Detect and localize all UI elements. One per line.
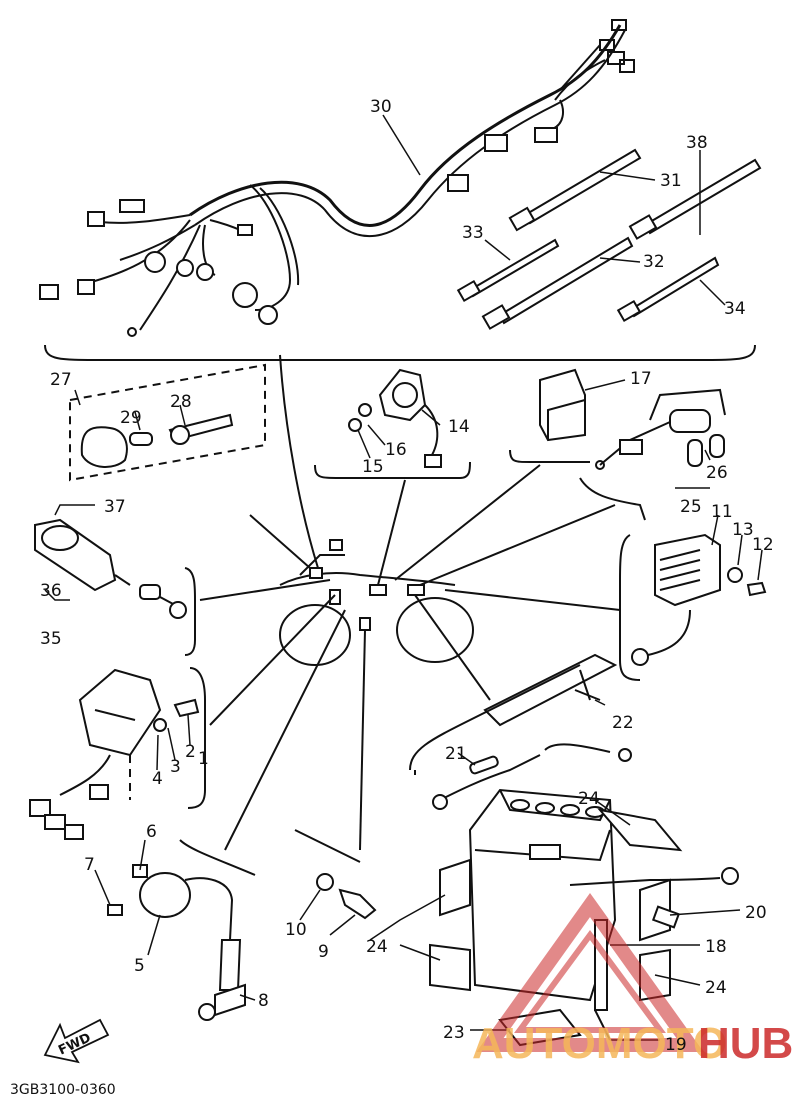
- callout-7: 7: [84, 855, 95, 875]
- callout-27: 27: [50, 370, 72, 390]
- kit-27-box: [69, 363, 266, 482]
- callout-16: 16: [385, 440, 407, 460]
- callout-20: 20: [745, 903, 767, 923]
- callout-30: 30: [370, 97, 392, 117]
- callout-33: 33: [462, 223, 484, 243]
- part-5-coil: [107, 864, 246, 1021]
- callout-36: 36: [40, 581, 62, 601]
- callout-25: 25: [680, 497, 702, 517]
- part-1-cdi: [29, 668, 200, 840]
- callout-15: 15: [362, 457, 384, 477]
- brace-5: [179, 839, 256, 876]
- callout-24: 24: [578, 789, 600, 809]
- callout-labels: 1 2 3 4 5 6 7 8 9 10 11 12 13 14 15 16 1…: [40, 97, 774, 1055]
- leader-lines[interactable]: [199, 354, 621, 851]
- callout-22: 22: [612, 713, 634, 733]
- part-25-assembly: [595, 388, 726, 470]
- brace-25: [579, 477, 646, 521]
- wire-harness-30: [39, 19, 635, 337]
- callout-10: 10: [285, 920, 307, 940]
- callout-5: 5: [134, 956, 145, 976]
- callout-leaders: [44, 114, 763, 1041]
- callout-35: 35: [40, 629, 62, 649]
- callout-38: 38: [686, 133, 708, 153]
- brace-11: [619, 534, 641, 681]
- callout-13: 13: [732, 520, 754, 540]
- diagram-code: 3GB3100-0360: [10, 1082, 116, 1098]
- part-11-regulator: [631, 533, 767, 666]
- harness-group-brace: [44, 344, 756, 361]
- callout-26: 26: [706, 463, 728, 483]
- callout-29: 29: [120, 408, 142, 428]
- callout-1: 1: [198, 749, 209, 769]
- callout-28: 28: [170, 392, 192, 412]
- callout-6: 6: [146, 822, 157, 842]
- brace-22: [409, 664, 581, 771]
- callout-12: 12: [752, 535, 774, 555]
- callout-18: 18: [705, 937, 727, 957]
- part-17-relay: [539, 368, 586, 442]
- brace-17: [509, 449, 590, 463]
- callout-24c: 24: [705, 978, 727, 998]
- frame-center: [279, 539, 474, 666]
- callout-9: 9: [318, 942, 329, 962]
- fwd-arrow: [43, 1018, 110, 1064]
- watermark-logo: [476, 892, 704, 1052]
- part-22-band: [483, 653, 618, 727]
- part-14-switch: [348, 368, 442, 468]
- callout-19: 19: [665, 1035, 687, 1055]
- brace-14: [314, 461, 471, 479]
- callout-24b: 24: [366, 937, 388, 957]
- callout-37: 37: [104, 497, 126, 517]
- part-35-36-starter: [34, 518, 187, 619]
- callout-32: 32: [643, 252, 665, 272]
- callout-17: 17: [630, 369, 652, 389]
- brace-1: [187, 667, 206, 809]
- callout-4: 4: [152, 769, 163, 789]
- callout-21: 21: [445, 744, 467, 764]
- watermark-text-2: HUB: [698, 1019, 793, 1068]
- callout-3: 3: [170, 757, 181, 777]
- callout-31: 31: [660, 171, 682, 191]
- callout-34: 34: [724, 299, 746, 319]
- cable-ties: [456, 148, 762, 330]
- callout-11: 11: [711, 502, 733, 522]
- callout-8: 8: [258, 991, 269, 1011]
- brace-35: [184, 567, 196, 656]
- callout-23: 23: [443, 1023, 465, 1043]
- callout-2: 2: [185, 742, 196, 762]
- brace-9: [294, 829, 361, 863]
- watermark-text-1: AUTOMOTO: [472, 1019, 727, 1068]
- callout-14: 14: [448, 417, 470, 437]
- parts-9-10: [316, 873, 377, 920]
